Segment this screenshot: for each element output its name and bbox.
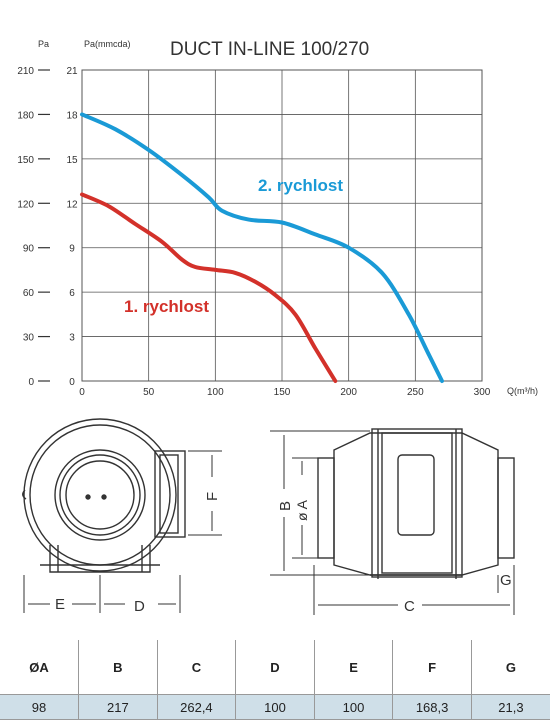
x-tick-label: 50 [143, 387, 155, 398]
performance-chart: DUCT IN-LINE 100/270 Pa Pa(mmcda) Q(m³/h… [17, 39, 538, 398]
right-tick-label: 12 [66, 199, 78, 210]
left-axis-unit: Pa [38, 39, 49, 49]
right-tick-label: 21 [66, 66, 78, 77]
x-tick-label: 250 [407, 387, 424, 398]
chart-title: DUCT IN-LINE 100/270 [170, 39, 369, 60]
x-axis-unit: Q(m³/h) [507, 386, 538, 396]
right-tick-label: 0 [69, 377, 75, 388]
left-tick-label: 150 [17, 155, 34, 166]
cell-e: 100 [313, 694, 393, 720]
left-tick-label: 180 [17, 110, 34, 121]
left-tick-label: 90 [23, 244, 35, 255]
dim-label-diameter-a: ø A [294, 499, 310, 521]
cell-a: 98 [0, 694, 79, 720]
dimension-drawings: E D F B ø A C G [22, 418, 515, 615]
dim-label-g: G [500, 572, 512, 589]
right-tick-label: 9 [69, 244, 75, 255]
x-tick-label: 150 [274, 387, 291, 398]
front-view-drawing [22, 418, 186, 573]
cell-b: 217 [78, 694, 158, 720]
table-row: 98 217 262,4 100 100 168,3 21,3 [0, 694, 550, 720]
side-view-dimensions [270, 430, 515, 615]
right-tick-label: 18 [66, 110, 78, 121]
table-header-row: ØA B C D E F G [0, 640, 550, 695]
x-tick-label: 200 [340, 387, 357, 398]
right-tick-label: 6 [69, 288, 75, 299]
series-line-1 [80, 192, 338, 383]
front-view-dimensions [23, 450, 222, 613]
x-tick-label: 0 [79, 387, 85, 398]
left-tick-label: 60 [23, 288, 35, 299]
chart-grid [81, 69, 483, 382]
left-tick-label: 30 [23, 333, 35, 344]
right-axis-unit: Pa(mmcda) [84, 39, 131, 49]
right-tick-label: 3 [69, 333, 75, 344]
chart-series [80, 112, 444, 383]
cell-c: 262,4 [156, 694, 236, 720]
cell-f: 168,3 [392, 694, 472, 720]
column-header-d: D [235, 640, 315, 695]
series-line-2 [80, 112, 444, 383]
x-tick-label: 300 [474, 387, 491, 398]
dim-label-c: C [404, 598, 415, 615]
side-view-drawing [317, 428, 515, 579]
dimensions-table: ØA B C D E F G 98 217 262,4 100 100 168,… [0, 640, 550, 720]
left-tick-label: 0 [28, 377, 34, 388]
cell-d: 100 [235, 694, 315, 720]
x-tick-label: 100 [207, 387, 224, 398]
column-header-c: C [156, 640, 236, 695]
left-tick-label: 210 [17, 66, 34, 77]
right-tick-label: 15 [66, 155, 78, 166]
dim-label-e: E [55, 596, 65, 613]
column-header-e: E [313, 640, 393, 695]
column-header-a: ØA [0, 640, 79, 695]
series-label-1: 1. rychlost [124, 297, 209, 316]
column-header-b: B [78, 640, 158, 695]
column-header-g: G [470, 640, 550, 695]
column-header-f: F [392, 640, 472, 695]
chart-series-labels: 1. rychlost 2. rychlost [124, 176, 343, 316]
dim-label-f: F [204, 492, 221, 501]
dim-label-d: D [134, 598, 145, 615]
cell-g: 21,3 [470, 694, 550, 720]
left-tick-label: 120 [17, 199, 34, 210]
dim-label-b: B [277, 501, 294, 511]
series-label-2: 2. rychlost [258, 176, 343, 195]
